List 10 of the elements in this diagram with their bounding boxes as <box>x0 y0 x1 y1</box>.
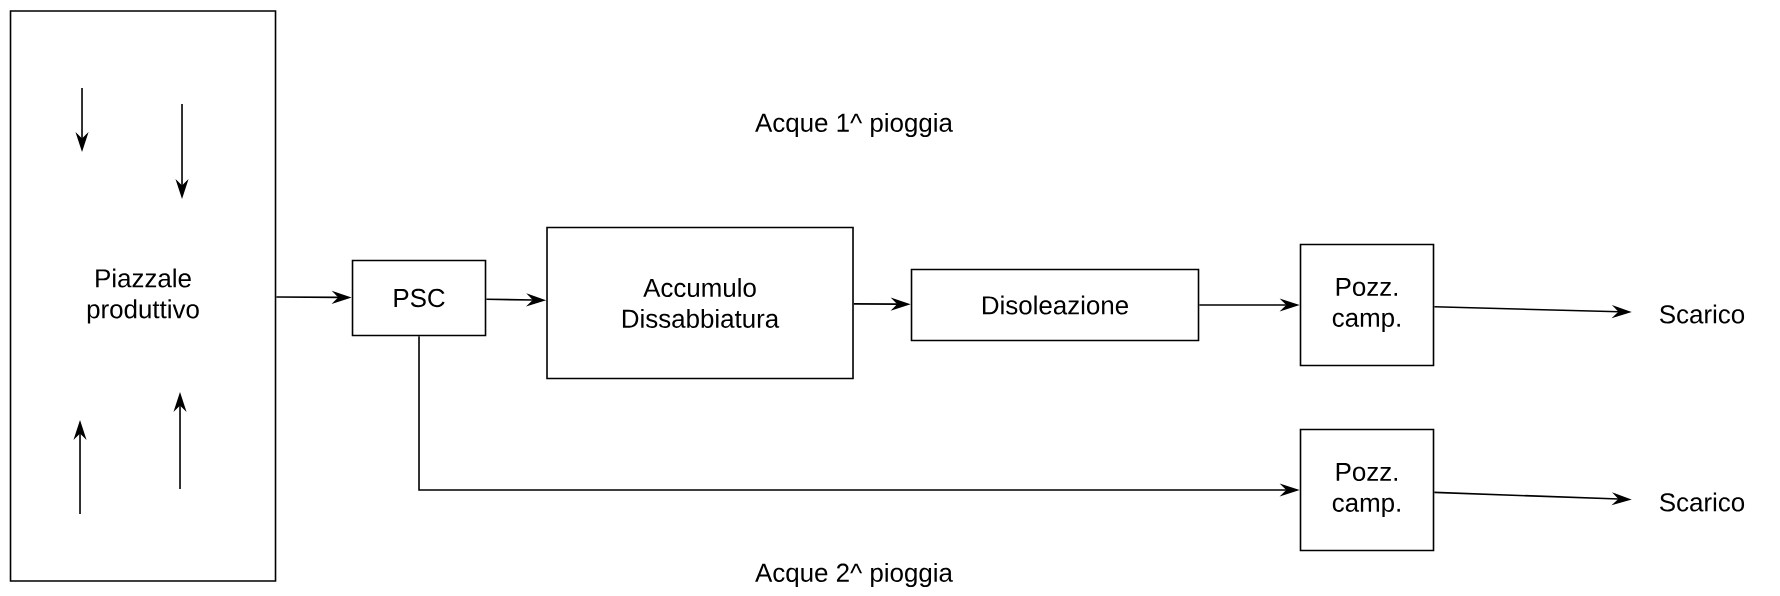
flow-label: Acque 2^ pioggia <box>755 562 953 588</box>
process-box: Piazzale produttivo <box>9 10 277 582</box>
process-box: Disoleazione <box>910 268 1200 342</box>
outlet-text: Scarico <box>1660 304 1745 324</box>
process-box: Accumulo Dissabbiatura <box>546 226 854 380</box>
process-box: Pozz. camp. <box>1299 428 1435 552</box>
process-box: PSC <box>351 259 487 337</box>
flow-label: Acque 1^ pioggia <box>755 112 953 138</box>
outlet-text: Scarico <box>1660 492 1745 512</box>
process-box: Pozz. camp. <box>1299 243 1435 367</box>
